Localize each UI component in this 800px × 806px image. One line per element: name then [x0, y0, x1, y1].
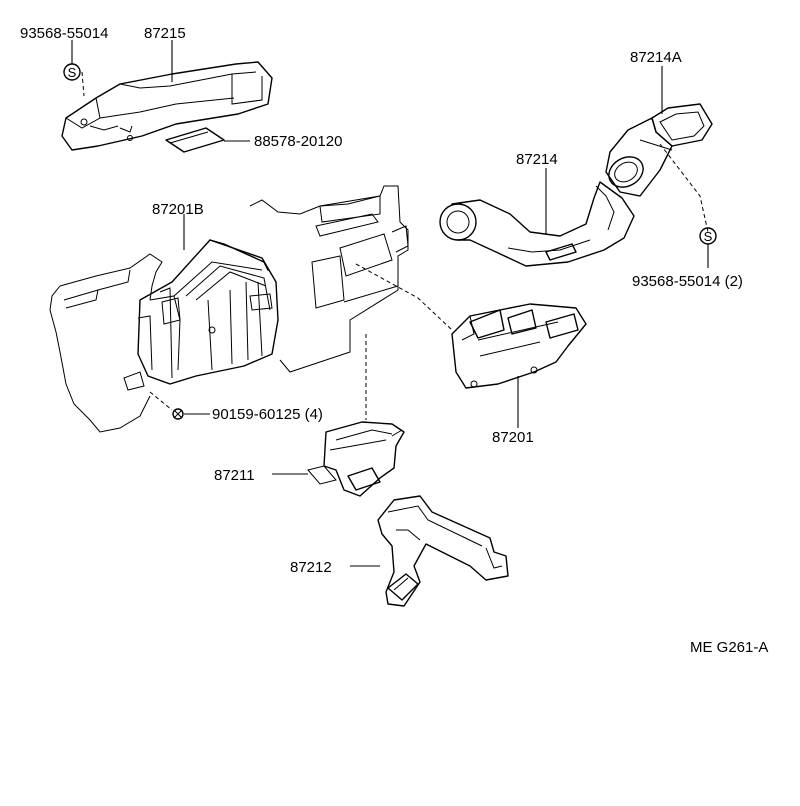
svg-text:S: S — [704, 229, 713, 244]
part-87201B-case — [123, 239, 279, 391]
svg-text:S: S — [68, 65, 77, 80]
label-87211: 87211 — [214, 467, 255, 484]
part-87201-case — [451, 303, 587, 389]
part-87215-duct — [61, 61, 273, 151]
s-symbol-top: S — [63, 63, 81, 81]
label-87212: 87212 — [290, 559, 332, 576]
part-87212-duct — [377, 495, 509, 607]
label-87201B: 87201B — [152, 201, 204, 218]
s-symbol-right: S — [699, 227, 717, 245]
leader-lines — [71, 40, 709, 567]
label-93568-top: 93568-55014 — [20, 25, 108, 42]
part-87214-duct — [439, 181, 635, 267]
part-heater-body — [49, 185, 409, 433]
label-87201: 87201 — [492, 429, 534, 446]
part-87214A-connector — [605, 103, 713, 197]
part-90159-screw — [149, 391, 184, 420]
part-87211-duct — [307, 421, 405, 497]
label-90159: 90159-60125 (4) — [212, 406, 323, 423]
diagram-code: ME G261-A — [690, 639, 768, 656]
assembly-dashed-lines — [81, 71, 709, 420]
label-87214A: 87214A — [630, 49, 682, 66]
label-87214: 87214 — [516, 151, 558, 168]
label-93568-right: 93568-55014 (2) — [632, 273, 743, 290]
label-87215: 87215 — [144, 25, 186, 42]
label-88578: 88578-20120 — [254, 133, 342, 150]
part-88578-pad — [165, 127, 225, 153]
